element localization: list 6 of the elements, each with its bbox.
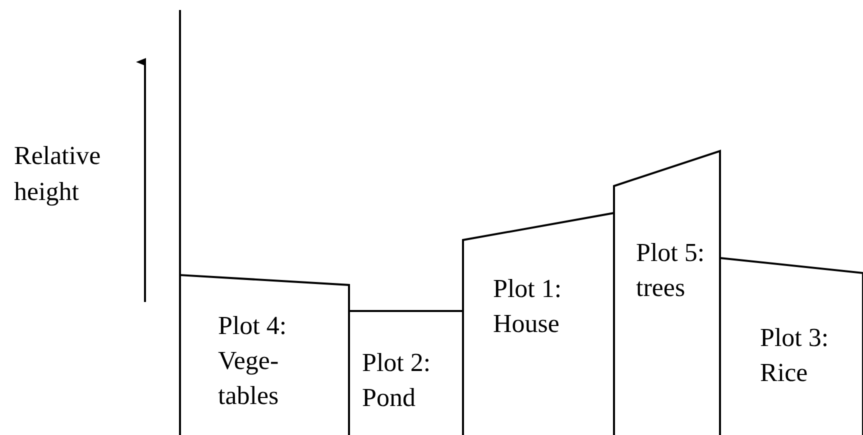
plot-label: Plot 2: Pond — [362, 347, 432, 414]
plot-label: Plot 5: trees — [636, 237, 706, 304]
axis-label: Relative height — [14, 140, 102, 208]
plot-label: Plot 4: Vege- tables — [218, 310, 288, 412]
plot-label: Plot 3: Rice — [760, 322, 830, 389]
plot-label: Plot 1: House — [493, 273, 563, 340]
